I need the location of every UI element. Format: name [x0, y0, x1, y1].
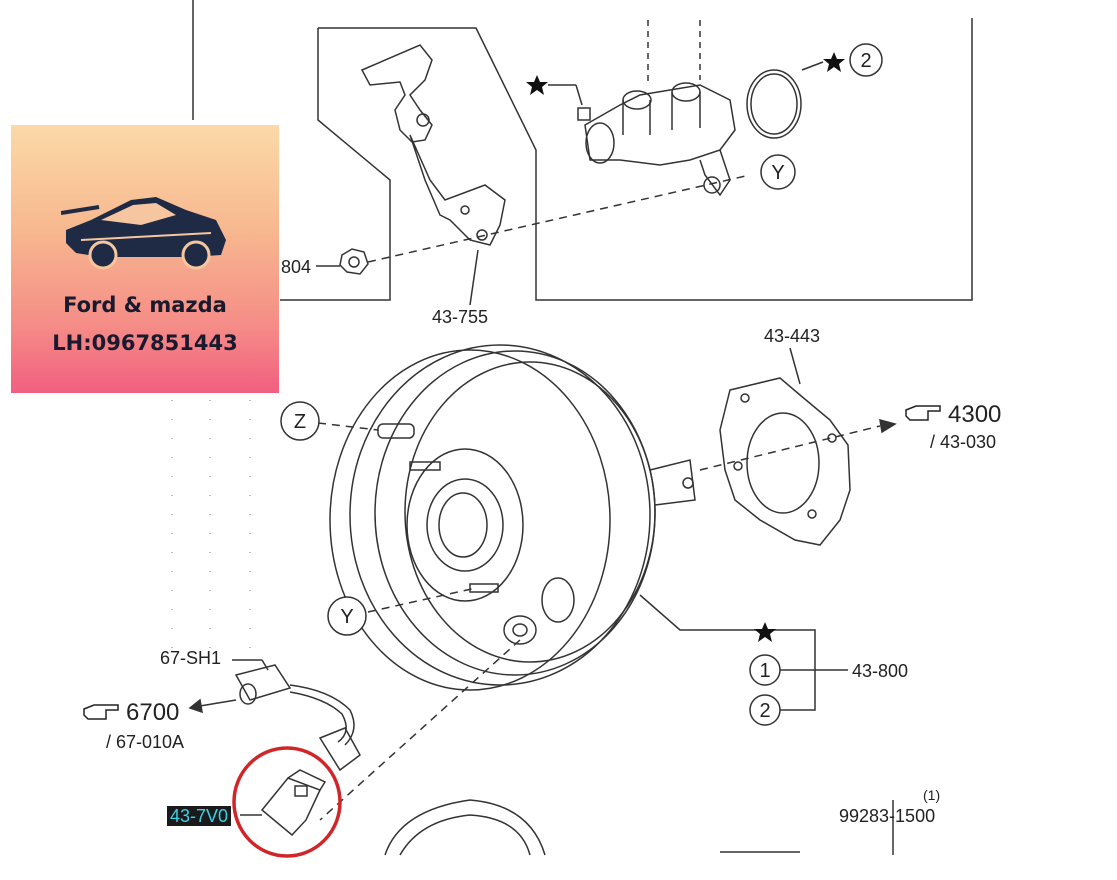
sensor-part [260, 769, 327, 837]
marker-y-mid [327, 596, 367, 636]
callout-sensor-highlighted: 43-7V0 [167, 806, 232, 826]
marker-y-top [760, 154, 796, 190]
callout-ref-4300: 4300 [948, 401, 1001, 428]
frame-top-left [280, 28, 391, 301]
highlight-circle [232, 746, 342, 858]
callout-bracket: 43-755 [432, 307, 488, 327]
marker-two [749, 694, 781, 726]
callout-ref-6700-sub: / 67-010A [106, 732, 184, 752]
bracket-part [360, 44, 506, 246]
gasket-part [719, 377, 851, 546]
shop-badge: Ford & mazda LH:0967851443 [11, 125, 279, 393]
marker-two-top [849, 43, 883, 77]
pointing-hand-icon [905, 405, 941, 421]
nut-part [339, 248, 369, 275]
harness-part [232, 659, 361, 772]
marker-two-label: 2 [759, 700, 770, 722]
star-icon [823, 52, 845, 72]
marker-one [749, 654, 781, 686]
marker-one-label: 1 [759, 660, 770, 682]
master-cylinder-part [577, 20, 736, 197]
star-icon [754, 622, 776, 642]
brake-booster-part [329, 344, 696, 691]
o-ring-part [746, 69, 802, 139]
callout-booster: 43-800 [852, 661, 908, 681]
frame-top-right [318, 18, 973, 301]
callout-harness: 67-SH1 [160, 648, 221, 668]
callout-gasket: 43-443 [764, 326, 820, 346]
marker-y-top-label: Y [771, 162, 784, 184]
badge-brand: Ford & mazda [63, 293, 227, 317]
badge-phone: LH:0967851443 [52, 331, 238, 355]
car-logo-icon [61, 197, 226, 270]
marker-z-label: Z [294, 411, 306, 433]
pointing-hand-icon [83, 704, 119, 720]
callout-bolt: 804 [281, 257, 311, 277]
marker-two-top-label: 2 [860, 50, 871, 72]
star-icon [526, 75, 548, 95]
callout-ref-4300-sub: / 43-030 [930, 432, 996, 452]
callout-ref-6700: 6700 [126, 699, 179, 726]
callout-kit-qty: (1) [923, 787, 940, 803]
callout-kit: 99283-1500 [839, 806, 935, 826]
marker-y-mid-label: Y [340, 606, 353, 628]
marker-z [280, 401, 320, 441]
